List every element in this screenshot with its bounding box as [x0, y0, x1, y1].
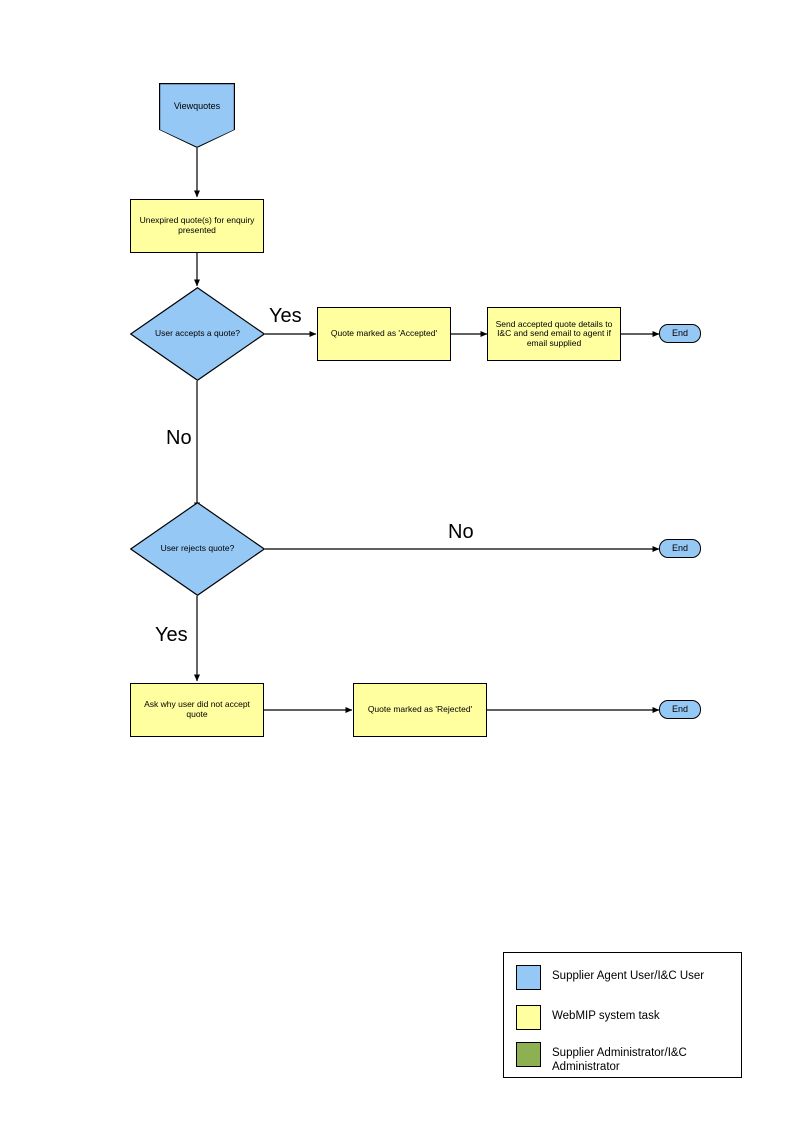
- legend-panel: Supplier Agent User/I&C User WebMIP syst…: [503, 952, 742, 1078]
- decision-user-accepts-quote[interactable]: User accepts a quote?: [130, 287, 265, 381]
- diamond-shape: [130, 502, 265, 596]
- legend-label-supplier-administrator: Supplier Administrator/I&C Administrator: [552, 1047, 687, 1074]
- process-send-accepted-details-label: Send accepted quote details to I&C and s…: [495, 318, 613, 348]
- legend-item-supplier-administrator: Supplier Administrator/I&C Administrator: [516, 1042, 737, 1074]
- process-unexpired-quotes[interactable]: Unexpired quote(s) for enquiry presented: [130, 199, 264, 253]
- process-quote-marked-accepted-label: Quote marked as 'Accepted': [330, 328, 438, 339]
- edge-label-reject-no: No: [448, 521, 474, 543]
- legend-swatch-yellow: [516, 1005, 541, 1030]
- terminator-end-no-reject[interactable]: End: [659, 539, 701, 558]
- terminator-end-accepted[interactable]: End: [659, 324, 701, 343]
- legend-item-supplier-agent-user: Supplier Agent User/I&C User: [516, 965, 704, 990]
- process-quote-marked-rejected-label: Quote marked as 'Rejected': [367, 704, 473, 715]
- diamond-shape: [130, 287, 265, 381]
- process-unexpired-quotes-label: Unexpired quote(s) for enquiry presented: [139, 215, 255, 235]
- terminator-end-no-reject-label: End: [671, 543, 688, 554]
- edge-label-accept-no: No: [166, 427, 192, 449]
- decision-user-rejects-quote-label: User rejects quote?: [160, 543, 235, 554]
- legend-label-webmip-system-task: WebMIP system task: [552, 1010, 660, 1022]
- start-node-viewquotes[interactable]: Viewquotes: [159, 83, 235, 148]
- decision-user-rejects-quote[interactable]: User rejects quote?: [130, 502, 265, 596]
- decision-user-accepts-quote-label: User accepts a quote?: [154, 328, 241, 339]
- process-ask-why-not-accepted-label: Ask why user did not accept quote: [144, 699, 250, 719]
- process-quote-marked-rejected[interactable]: Quote marked as 'Rejected': [353, 683, 487, 737]
- terminator-end-rejected-label: End: [671, 704, 688, 715]
- process-ask-why-not-accepted[interactable]: Ask why user did not accept quote: [130, 683, 264, 737]
- edge-label-reject-yes: Yes: [155, 624, 188, 646]
- start-node-label: Viewquotes: [173, 101, 221, 111]
- terminator-end-accepted-label: End: [671, 328, 688, 339]
- pentagon-outline: [159, 83, 235, 148]
- process-send-accepted-details[interactable]: Send accepted quote details to I&C and s…: [487, 307, 621, 361]
- legend-label-supplier-agent-user: Supplier Agent User/I&C User: [552, 970, 705, 982]
- terminator-end-rejected[interactable]: End: [659, 700, 701, 719]
- legend-swatch-green: [516, 1042, 541, 1067]
- legend-item-webmip-system-task: WebMIP system task: [516, 1005, 660, 1030]
- edge-label-accept-yes: Yes: [269, 305, 302, 327]
- process-quote-marked-accepted[interactable]: Quote marked as 'Accepted': [317, 307, 451, 361]
- legend-swatch-blue: [516, 965, 541, 990]
